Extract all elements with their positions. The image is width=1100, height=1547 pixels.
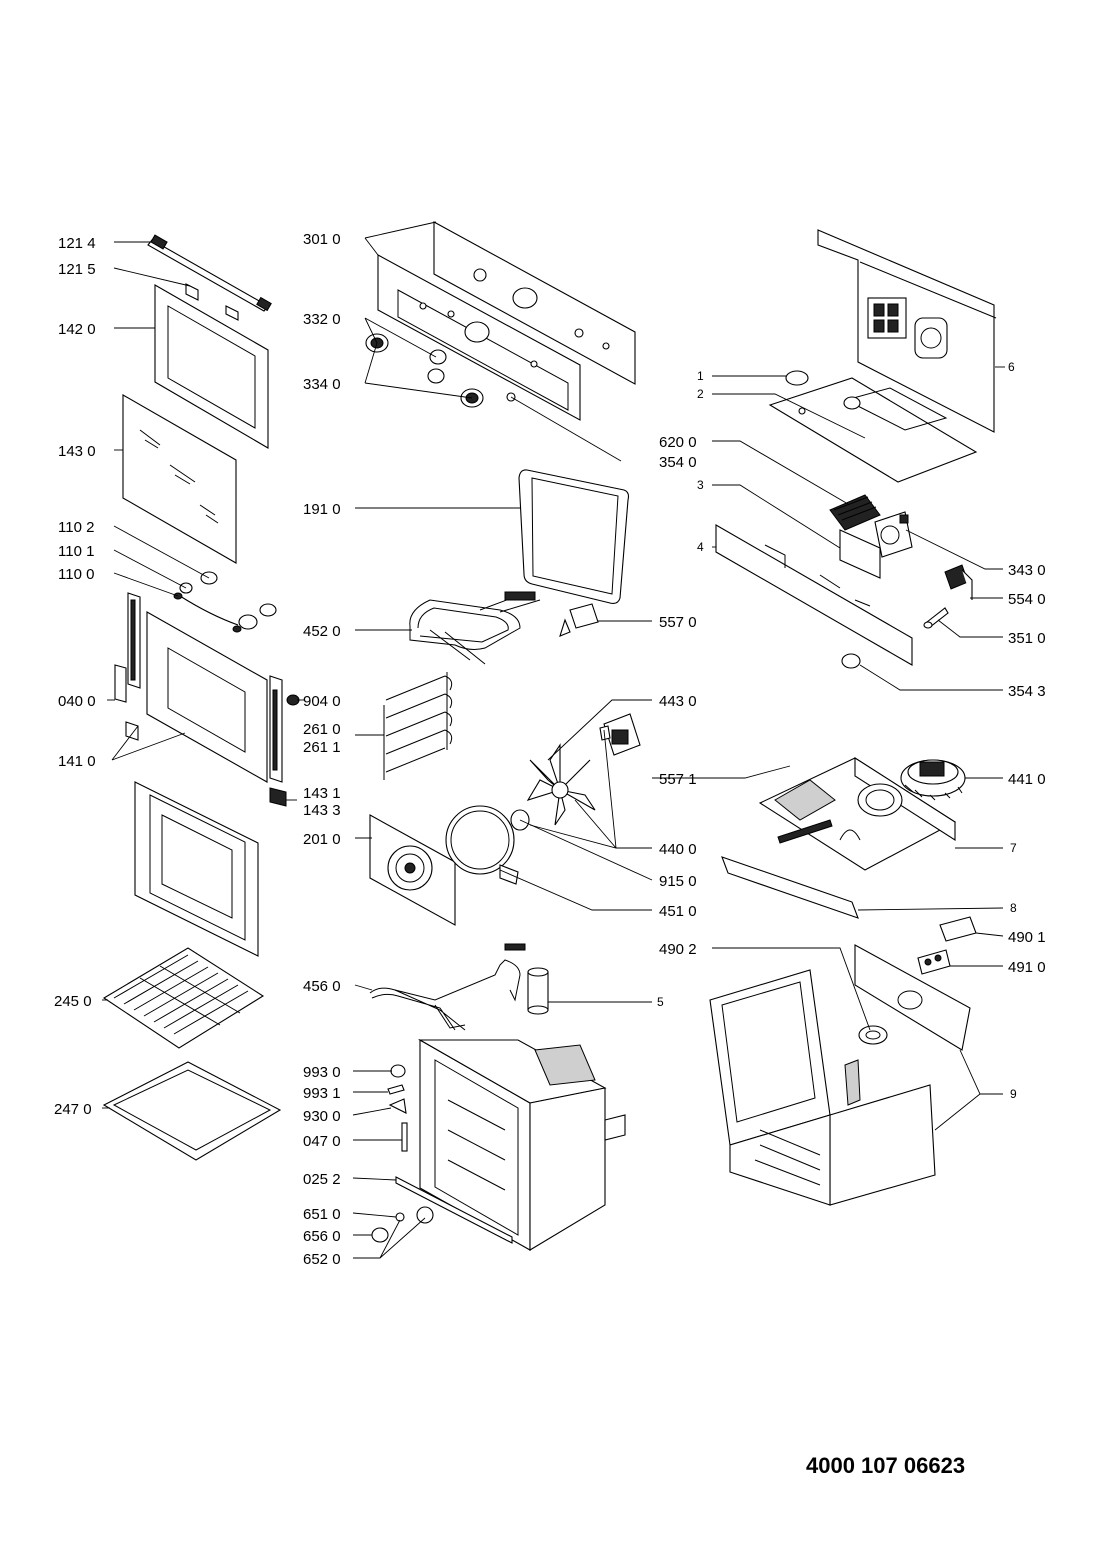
label-0400: 040 0 xyxy=(58,693,96,710)
label-1910: 191 0 xyxy=(303,501,341,518)
thermostat xyxy=(559,603,599,637)
circular-heating-element xyxy=(445,805,530,885)
middle-door-glass xyxy=(122,394,237,564)
document-number: 4000 107 06623 xyxy=(806,1453,966,1478)
label-1420: 142 0 xyxy=(58,321,96,338)
label-1100: 110 0 xyxy=(58,566,94,583)
label-5571: 557 1 xyxy=(659,771,697,788)
door-hinge-brackets xyxy=(185,283,239,321)
lamp-fittings xyxy=(917,916,977,975)
label-5540: 554 0 xyxy=(1008,591,1046,608)
label-3540: 354 0 xyxy=(659,454,697,471)
label-1101: 110 1 xyxy=(58,543,94,560)
label-3010: 301 0 xyxy=(303,231,341,248)
leader-lines xyxy=(102,221,1005,1259)
label-4560: 456 0 xyxy=(303,978,341,995)
label-4400: 440 0 xyxy=(659,841,697,858)
thermal-cutout xyxy=(923,607,949,629)
rear-cover xyxy=(369,814,456,926)
part-labels: 121 4 121 5 142 0 143 0 110 2 110 1 110 … xyxy=(54,231,1046,1268)
bottom-heating-element xyxy=(369,943,526,1031)
fan-cooling-motor xyxy=(874,511,913,558)
label-6520: 652 0 xyxy=(303,1251,341,1268)
label-1: 1 xyxy=(697,369,704,383)
label-4510: 451 0 xyxy=(659,903,697,920)
label-0252: 025 2 xyxy=(303,1171,341,1188)
control-panel xyxy=(377,221,636,421)
label-1433: 143 3 xyxy=(303,802,341,819)
oven-cavity xyxy=(417,1039,626,1251)
label-1214: 121 4 xyxy=(58,235,96,252)
label-3510: 351 0 xyxy=(1008,630,1046,647)
label-3320: 332 0 xyxy=(303,311,341,328)
label-9150: 915 0 xyxy=(659,873,697,890)
outer-casing xyxy=(709,944,971,1206)
small-parts-knobs xyxy=(371,1064,513,1244)
label-4901: 490 1 xyxy=(1008,929,1046,946)
label-4910: 491 0 xyxy=(1008,959,1046,976)
label-2470: 247 0 xyxy=(54,1101,92,1118)
outer-door-glass xyxy=(125,611,300,807)
label-6560: 656 0 xyxy=(303,1228,341,1245)
baking-tray xyxy=(102,1061,282,1161)
label-1215: 121 5 xyxy=(58,261,96,278)
label-0470: 047 0 xyxy=(303,1133,341,1150)
label-6200: 620 0 xyxy=(659,434,697,451)
label-9930: 993 0 xyxy=(303,1064,341,1081)
electronic-board xyxy=(829,494,881,531)
label-9300: 930 0 xyxy=(303,1108,341,1125)
trim-strip xyxy=(721,856,859,919)
cooling-duct-cover xyxy=(817,229,997,433)
top-cover-plate xyxy=(768,370,978,483)
label-5: 5 xyxy=(657,995,664,1009)
label-4430: 443 0 xyxy=(659,693,697,710)
wire-shelf xyxy=(102,947,265,1049)
tangential-fan xyxy=(900,759,966,801)
fan-blade xyxy=(526,743,596,826)
label-3430: 343 0 xyxy=(1008,562,1046,579)
label-3: 3 xyxy=(697,478,704,492)
door-gasket xyxy=(518,469,630,604)
label-6: 6 xyxy=(1008,360,1015,374)
label-1102: 110 2 xyxy=(58,519,94,536)
label-9931: 993 1 xyxy=(303,1085,341,1102)
label-2: 2 xyxy=(697,387,704,401)
label-3543: 354 3 xyxy=(1008,683,1046,700)
label-2611: 261 1 xyxy=(303,739,341,756)
door-trim-bar xyxy=(147,234,272,312)
door-spacers xyxy=(173,571,277,633)
label-4902: 490 2 xyxy=(659,941,697,958)
control-knobs xyxy=(365,333,516,408)
switch xyxy=(944,564,973,600)
label-7: 7 xyxy=(1010,841,1017,855)
label-1431: 143 1 xyxy=(303,785,341,802)
label-4410: 441 0 xyxy=(1008,771,1046,788)
label-8: 8 xyxy=(1010,901,1017,915)
label-9040: 904 0 xyxy=(303,693,341,710)
shelf-runners xyxy=(383,672,453,780)
foot xyxy=(841,653,861,669)
inner-door-glass xyxy=(154,284,269,449)
label-1430: 143 0 xyxy=(58,443,96,460)
label-1410: 141 0 xyxy=(58,753,96,770)
label-3340: 334 0 xyxy=(303,376,341,393)
lamp-holder xyxy=(527,967,549,1015)
top-insulation-plate xyxy=(758,756,957,871)
top-heating-element xyxy=(409,591,541,665)
fan-motor xyxy=(599,713,641,756)
label-4520: 452 0 xyxy=(303,623,341,640)
label-2010: 201 0 xyxy=(303,831,341,848)
label-2610: 261 0 xyxy=(303,721,341,738)
mounting-bracket xyxy=(715,524,913,666)
door-hinge-left xyxy=(114,592,141,703)
label-2450: 245 0 xyxy=(54,993,92,1010)
label-9: 9 xyxy=(1010,1087,1017,1101)
label-5570: 557 0 xyxy=(659,614,697,631)
door-inner-panel xyxy=(134,781,259,957)
label-6510: 651 0 xyxy=(303,1206,341,1223)
label-4: 4 xyxy=(697,540,704,554)
